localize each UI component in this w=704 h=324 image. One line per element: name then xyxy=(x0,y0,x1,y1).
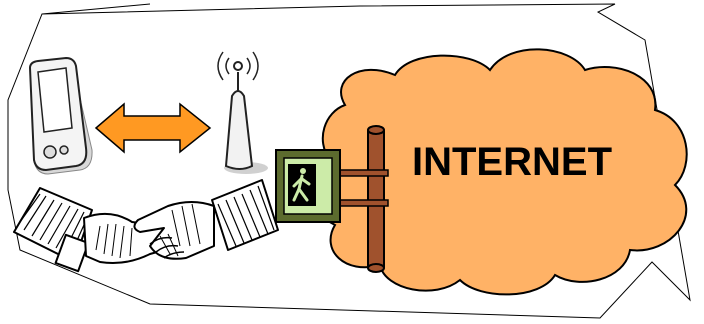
pda-button xyxy=(60,146,68,154)
ap-signal-wave-left-outer xyxy=(218,52,223,80)
pda-screen xyxy=(38,68,72,132)
ap-signal-wave-right xyxy=(247,58,250,74)
wireless-access-point-icon xyxy=(218,52,268,174)
double-arrow-icon xyxy=(96,104,210,152)
pda-button xyxy=(44,146,56,158)
ap-antenna-tip xyxy=(234,62,242,70)
signpost-pole-icon xyxy=(368,128,384,270)
ap-signal-wave-left xyxy=(226,58,229,74)
handshake-icon xyxy=(14,180,278,271)
sign-bracket-bottom xyxy=(336,200,388,206)
pole-cap xyxy=(368,126,384,134)
ap-body xyxy=(226,91,252,169)
sign-bracket-top xyxy=(336,170,388,176)
cloud-label: INTERNET xyxy=(412,140,612,184)
ap-signal-wave-right-outer xyxy=(253,52,258,80)
pole-base xyxy=(368,264,384,272)
walk-sign-icon xyxy=(276,150,340,222)
pda-device-icon xyxy=(30,58,92,174)
